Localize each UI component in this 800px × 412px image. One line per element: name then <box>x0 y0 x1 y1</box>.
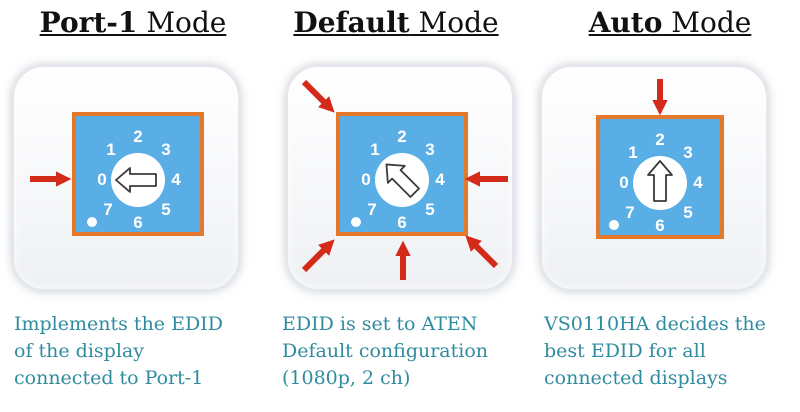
auto-description-line-1: VS0110HA decides the <box>544 313 766 335</box>
auto-mode-description: VS0110HA decides the best EDID for all c… <box>544 311 766 392</box>
panel-auto-mode: Auto Mode 0 1 2 3 4 5 6 7 VS0110HA decid… <box>532 0 798 412</box>
dial-digit-1: 1 <box>628 143 637 162</box>
dial-digit-7: 7 <box>367 200 376 219</box>
port1-mode-title-bold: Port-1 <box>39 6 138 39</box>
dial-digit-2: 2 <box>133 127 142 146</box>
default-description-line-2: Default configuration <box>282 340 489 362</box>
dial-digit-1: 1 <box>106 140 115 159</box>
dial-pointer-left-icon <box>115 167 157 193</box>
default-mode-title-rest: Mode <box>409 6 499 39</box>
dial-digit-4: 4 <box>435 170 445 189</box>
auto-description-line-3: connected displays <box>544 367 728 389</box>
dial-digit-0: 0 <box>97 170 106 189</box>
dial-digit-5: 5 <box>161 200 170 219</box>
dial-digit-2: 2 <box>397 127 406 146</box>
port1-description-line-3: connected to Port-1 <box>14 367 204 389</box>
port1-mode-title-rest: Mode <box>137 6 227 39</box>
dial-digit-2: 2 <box>655 130 664 149</box>
auto-rotary-dial: 0 1 2 3 4 5 6 7 <box>596 115 724 239</box>
dial-pointer-up-icon <box>647 160 673 202</box>
port1-rotary-dial: 0 1 2 3 4 5 6 7 <box>72 112 204 236</box>
dial-digit-0: 0 <box>361 170 370 189</box>
port1-mode-title: Port-1 Mode <box>0 6 266 39</box>
dial-digit-7: 7 <box>625 203 634 222</box>
dial-digit-7: 7 <box>103 200 112 219</box>
dial-digit-5: 5 <box>683 203 692 222</box>
dial-digit-3: 3 <box>161 140 170 159</box>
port1-description-line-2: of the display <box>14 340 144 362</box>
port1-description-line-1: Implements the EDID <box>14 313 223 335</box>
dial-digit-3: 3 <box>425 140 434 159</box>
default-mode-title: Default Mode <box>263 6 529 39</box>
dial-digit-1: 1 <box>370 140 379 159</box>
dial-digit-0: 0 <box>619 173 628 192</box>
port1-mode-description: Implements the EDID of the display conne… <box>14 311 223 392</box>
default-mode-title-bold: Default <box>293 6 410 39</box>
default-description-line-3: (1080p, 2 ch) <box>282 367 411 389</box>
dial-digit-3: 3 <box>683 143 692 162</box>
auto-mode-title-bold: Auto <box>588 6 663 39</box>
auto-mode-title: Auto Mode <box>537 6 800 39</box>
dial-digit-4: 4 <box>171 170 181 189</box>
dial-digit-6: 6 <box>655 216 664 235</box>
dial-digit-5: 5 <box>425 200 434 219</box>
dial-pointer-up-left-icon <box>385 163 420 198</box>
default-description-line-1: EDID is set to ATEN <box>282 313 478 335</box>
dial-digit-6: 6 <box>397 213 406 232</box>
auto-description-line-2: best EDID for all <box>544 340 706 362</box>
default-mode-description: EDID is set to ATEN Default configuratio… <box>282 311 488 392</box>
panel-default-mode: Default Mode 0 1 2 3 4 5 6 7 EDID is set… <box>266 0 532 412</box>
default-rotary-dial: 0 1 2 3 4 5 6 7 <box>336 112 468 236</box>
dial-digit-6: 6 <box>133 213 142 232</box>
panel-port1-mode: Port-1 Mode 0 1 2 3 4 5 6 7 Implements t… <box>0 0 266 412</box>
dial-digit-4: 4 <box>693 173 703 192</box>
auto-mode-title-rest: Mode <box>662 6 752 39</box>
